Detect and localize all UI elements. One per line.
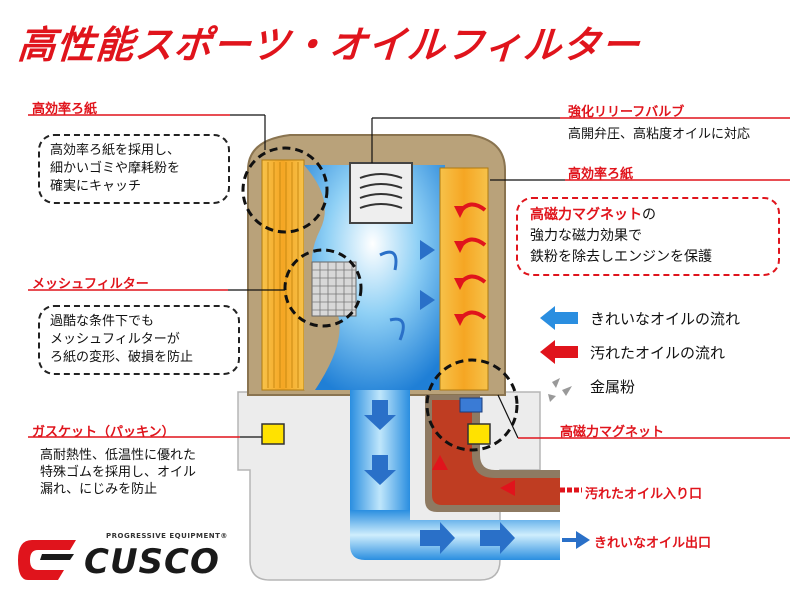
label-relief-valve: 強化リリーフバルブ [568, 105, 685, 120]
legend-icons [540, 306, 578, 402]
callout-line: ろ紙の変形、破損を防止 [50, 350, 194, 365]
label-dirty-inlet: 汚れたオイル入り口 [585, 487, 703, 502]
callout-line: 過酷な条件下でも [50, 314, 155, 329]
cusco-logo-mark [18, 540, 76, 580]
relief-valve-description: 高開弁圧、高粘度オイルに対応 [568, 127, 751, 142]
callout-line: 確実にキャッチ [50, 179, 142, 194]
legend-metal-powder: 金属粉 [590, 378, 636, 396]
callout-circle-mesh [283, 248, 363, 328]
mesh-filter [311, 261, 357, 317]
logo-tagline: PROGRESSIVE EQUIPMENT® [106, 532, 228, 540]
gasket-right [467, 423, 491, 445]
legend-metal-icon [548, 378, 572, 402]
label-filter-paper-right: 高効率ろ紙 [568, 167, 634, 182]
gasket-description: 高耐熱性、低温性に優れた 特殊ゴムを採用し、オイル 漏れ、にじみを防止 [40, 447, 196, 498]
legend-dirty-flow: 汚れたオイルの流れ [590, 344, 726, 362]
callout-circle-paper [241, 146, 329, 234]
left-filter-paper [261, 159, 340, 391]
callout-line: 細かいゴミや摩耗粉を [50, 161, 181, 176]
callout-line: 鉄粉を除去しエンジンを保護 [530, 249, 712, 265]
magnet-suffix: の [642, 207, 656, 223]
relief-valve [349, 162, 413, 224]
label-filter-paper-left: 高効率ろ紙 [32, 102, 98, 117]
legend-clean-flow: きれいなオイルの流れ [590, 310, 741, 328]
callout-filter-paper-left: 高効率ろ紙を採用し、 細かいゴミや摩耗粉を 確実にキャッチ [38, 134, 230, 204]
label-gasket: ガスケット（パッキン） [32, 425, 175, 440]
callout-circle-magnet [425, 358, 519, 452]
legend-dirty-arrow [540, 340, 578, 364]
magnet-highlight: 高磁力マグネット [530, 207, 642, 223]
desc-line: 特殊ゴムを採用し、オイル [40, 465, 197, 480]
magnet-headline: 高磁力マグネットの [530, 205, 766, 226]
callout-magnet: 高磁力マグネットの 強力な磁力効果で 鉄粉を除去しエンジンを保護 [516, 197, 780, 276]
label-mesh-filter: メッシュフィルター [32, 277, 149, 292]
logo-word: CUSCO [84, 542, 220, 582]
cusco-logo: PROGRESSIVE EQUIPMENT® CUSCO [18, 530, 228, 590]
label-magnet: 高磁力マグネット [560, 425, 665, 440]
callout-line: メッシュフィルターが [50, 332, 180, 347]
outlet-pipe [350, 510, 560, 560]
callout-line: 強力な磁力効果で [530, 228, 642, 244]
magnet [459, 397, 483, 413]
desc-line: 漏れ、にじみを防止 [40, 482, 158, 497]
clean-outlet-arrow [562, 531, 590, 549]
label-clean-outlet: きれいなオイル出口 [594, 536, 712, 551]
callout-line: 高効率ろ紙を採用し、 [50, 143, 181, 158]
legend-clean-arrow [540, 306, 578, 330]
gasket-left [261, 423, 285, 445]
callout-mesh-filter: 過酷な条件下でも メッシュフィルターが ろ紙の変形、破損を防止 [38, 305, 240, 375]
desc-line: 高耐熱性、低温性に優れた [40, 448, 197, 463]
